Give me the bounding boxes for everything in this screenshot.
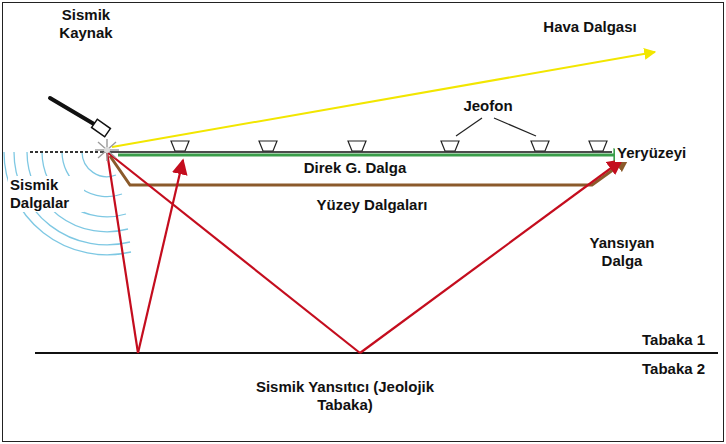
reflected-ray xyxy=(138,160,183,353)
leader-lines xyxy=(456,118,536,136)
frame xyxy=(3,3,724,442)
geophone xyxy=(259,141,277,151)
leader-line xyxy=(494,118,536,136)
reflector-label: Sismik Yansıtıcı (Jeolojik Tabaka) xyxy=(253,378,437,414)
geophone-label: Jeofon xyxy=(461,97,514,115)
wavefront xyxy=(4,152,131,255)
layer-label: Tabaka 1 xyxy=(640,331,707,349)
reflected-wave-label: Yansıyan Dalga xyxy=(575,234,669,270)
geophone xyxy=(348,141,366,151)
direct-wave-ray xyxy=(118,154,626,157)
surface-label: Yeryüzeyi xyxy=(615,144,688,162)
ground-surface xyxy=(30,151,100,153)
surface-wave-ray xyxy=(110,156,628,185)
incident-ray xyxy=(107,152,360,353)
direct-wave-label: Direk G. Dalga xyxy=(302,159,409,177)
surface-waves-label: Yüzey Dalgaları xyxy=(315,196,430,214)
source-point xyxy=(104,147,110,153)
air-wave-label: Hava Dalgası xyxy=(541,18,638,36)
geophone xyxy=(531,141,549,151)
source-burst xyxy=(95,139,119,161)
source-label: Sismik Kaynak xyxy=(44,6,128,42)
reflected-rays xyxy=(107,152,622,353)
hammer-head xyxy=(92,119,111,136)
geophone xyxy=(171,141,189,151)
hammer-handle xyxy=(50,98,99,127)
geophones xyxy=(171,141,607,151)
layer-label: Tabaka 2 xyxy=(640,360,707,378)
incident-ray xyxy=(107,152,138,353)
geophone xyxy=(589,141,607,151)
air-wave-ray xyxy=(112,52,655,147)
geophone xyxy=(441,141,459,151)
wavefronts xyxy=(4,152,131,255)
leader-line xyxy=(456,118,482,136)
seismic-waves-label: Sismik Dalgalar xyxy=(8,176,84,212)
hammer xyxy=(50,98,110,137)
